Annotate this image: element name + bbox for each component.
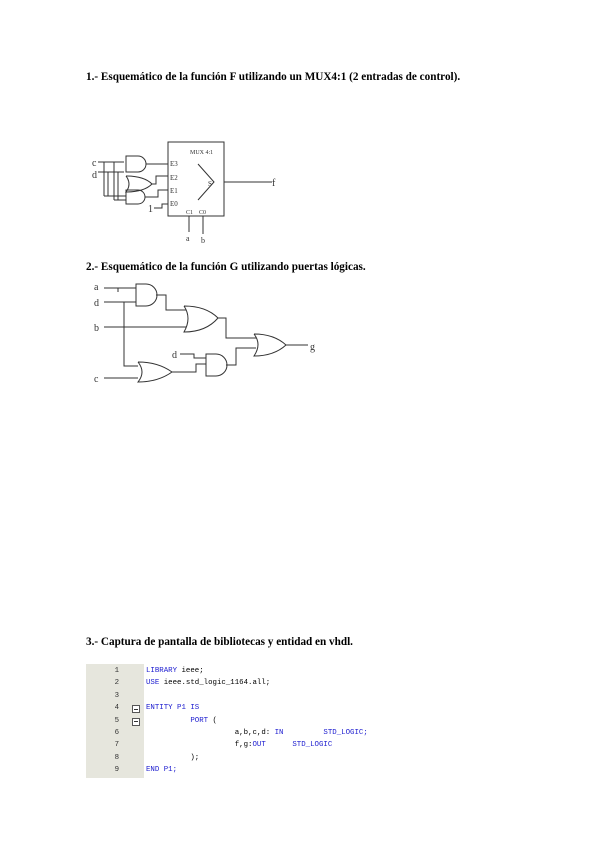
and-wire-2 xyxy=(226,347,256,366)
control-pin-c1: C1 xyxy=(186,210,193,216)
section-3-heading: 3.- Captura de pantalla de bibliotecas y… xyxy=(86,636,353,648)
inner-input-wire xyxy=(180,353,206,359)
control-label-a: a xyxy=(186,234,190,243)
code-text: LIBRARY ieee; xyxy=(146,667,204,675)
and-gate-1 xyxy=(125,189,146,205)
code-line: 9 END P1; xyxy=(86,764,426,776)
code-area xyxy=(144,664,426,778)
line-number: 9 xyxy=(114,766,119,775)
mux-box xyxy=(167,141,225,217)
input-taps xyxy=(117,288,138,367)
or-wire-1 xyxy=(218,317,256,339)
mux-input-e0: E0 xyxy=(170,200,178,208)
code-text: f,g:OUT STD_LOGIC xyxy=(146,741,333,750)
code-line: 1 LIBRARY ieee; xyxy=(86,665,426,677)
or-gate-1 xyxy=(183,305,219,333)
line-number: 3 xyxy=(114,691,119,700)
control-wires xyxy=(188,216,204,234)
line-number: 6 xyxy=(114,729,119,737)
control-pin-c0: C0 xyxy=(199,210,206,216)
keyword: OUT xyxy=(252,741,266,750)
section-1-heading: 1.- Esquemático de la función F utilizan… xyxy=(86,71,461,83)
const-one-wire xyxy=(154,203,168,209)
input-label-c: c xyxy=(94,374,99,385)
inner-input-label: d xyxy=(172,350,177,361)
code-line: 5 PORT ( xyxy=(86,715,426,727)
keyword: ENTITY xyxy=(146,704,173,713)
code-line: 7 f,g:OUT STD_LOGIC xyxy=(86,739,426,751)
or-wire-2 xyxy=(172,363,206,373)
code-text: PORT ( xyxy=(190,716,217,725)
input-rails xyxy=(103,162,119,200)
or-gate-cd xyxy=(136,361,173,383)
mux-input-e3: E3 xyxy=(170,160,178,168)
code-text: ENTITY P1 IS xyxy=(146,704,200,713)
collapse-icon[interactable] xyxy=(132,705,140,714)
input-label-a: a xyxy=(94,282,99,293)
and-gate-3 xyxy=(125,155,147,173)
input-label-b: b xyxy=(94,323,99,334)
output-label: f xyxy=(272,178,276,189)
mux-output-pin: S xyxy=(208,180,212,188)
line-number: 1 xyxy=(114,667,119,675)
gates-schematic: a d b c d g xyxy=(94,282,315,385)
code-text: a,b,c,d: IN STD_LOGIC; xyxy=(146,729,368,737)
input-wires xyxy=(104,287,186,379)
line-number: 4 xyxy=(114,704,119,713)
keyword: LIBRARY xyxy=(146,667,178,675)
mux-input-e2: E2 xyxy=(170,174,178,182)
line-number-gutter xyxy=(86,664,130,778)
line-number: 2 xyxy=(114,679,119,688)
collapse-icon[interactable] xyxy=(132,717,140,726)
input-label-c: c xyxy=(92,158,97,169)
output-label: g xyxy=(310,342,315,353)
code-text: ); xyxy=(190,753,200,762)
mux-schematic: c d 1 MUX 4:1 E3 E2 E1 E0 S f C1 C0 a b xyxy=(92,141,276,245)
or-gate-2 xyxy=(125,175,153,193)
code-line: 8 ); xyxy=(86,752,426,764)
input-label-d: d xyxy=(92,170,97,181)
and-gate-ad xyxy=(135,283,158,307)
code-line: 2 USE ieee.std_logic_1164.all; xyxy=(86,677,426,689)
line-number: 8 xyxy=(114,753,119,762)
input-label-d: d xyxy=(94,298,99,309)
or-gate-final xyxy=(253,333,287,357)
code-text: END P1; xyxy=(146,766,178,775)
code-text: USE ieee.std_logic_1164.all; xyxy=(146,679,271,688)
and-gate-2 xyxy=(205,353,228,377)
code-line: 4 ENTITY P1 IS xyxy=(86,702,426,714)
keyword: USE xyxy=(146,679,160,688)
gate-wires xyxy=(104,163,168,201)
line-number: 5 xyxy=(114,716,119,725)
keyword: IN xyxy=(274,729,284,737)
mux-input-e1: E1 xyxy=(170,187,178,195)
section-2-heading: 2.- Esquemático de la función G utilizan… xyxy=(86,261,366,273)
mux-title: MUX 4:1 xyxy=(190,150,213,156)
control-label-b: b xyxy=(201,236,205,245)
line-number: 7 xyxy=(114,741,119,750)
and-wire-1 xyxy=(156,294,186,311)
mux-arrow xyxy=(197,163,215,201)
keyword: PORT xyxy=(190,716,209,725)
code-line: 6 a,b,c,d: IN STD_LOGIC; xyxy=(86,727,426,739)
const-one-label: 1 xyxy=(148,204,153,215)
vhdl-code-screenshot: 1 LIBRARY ieee; 2 USE ieee.std_logic_116… xyxy=(86,664,426,778)
code-line: 3 xyxy=(86,690,426,702)
keyword: END xyxy=(146,766,160,775)
